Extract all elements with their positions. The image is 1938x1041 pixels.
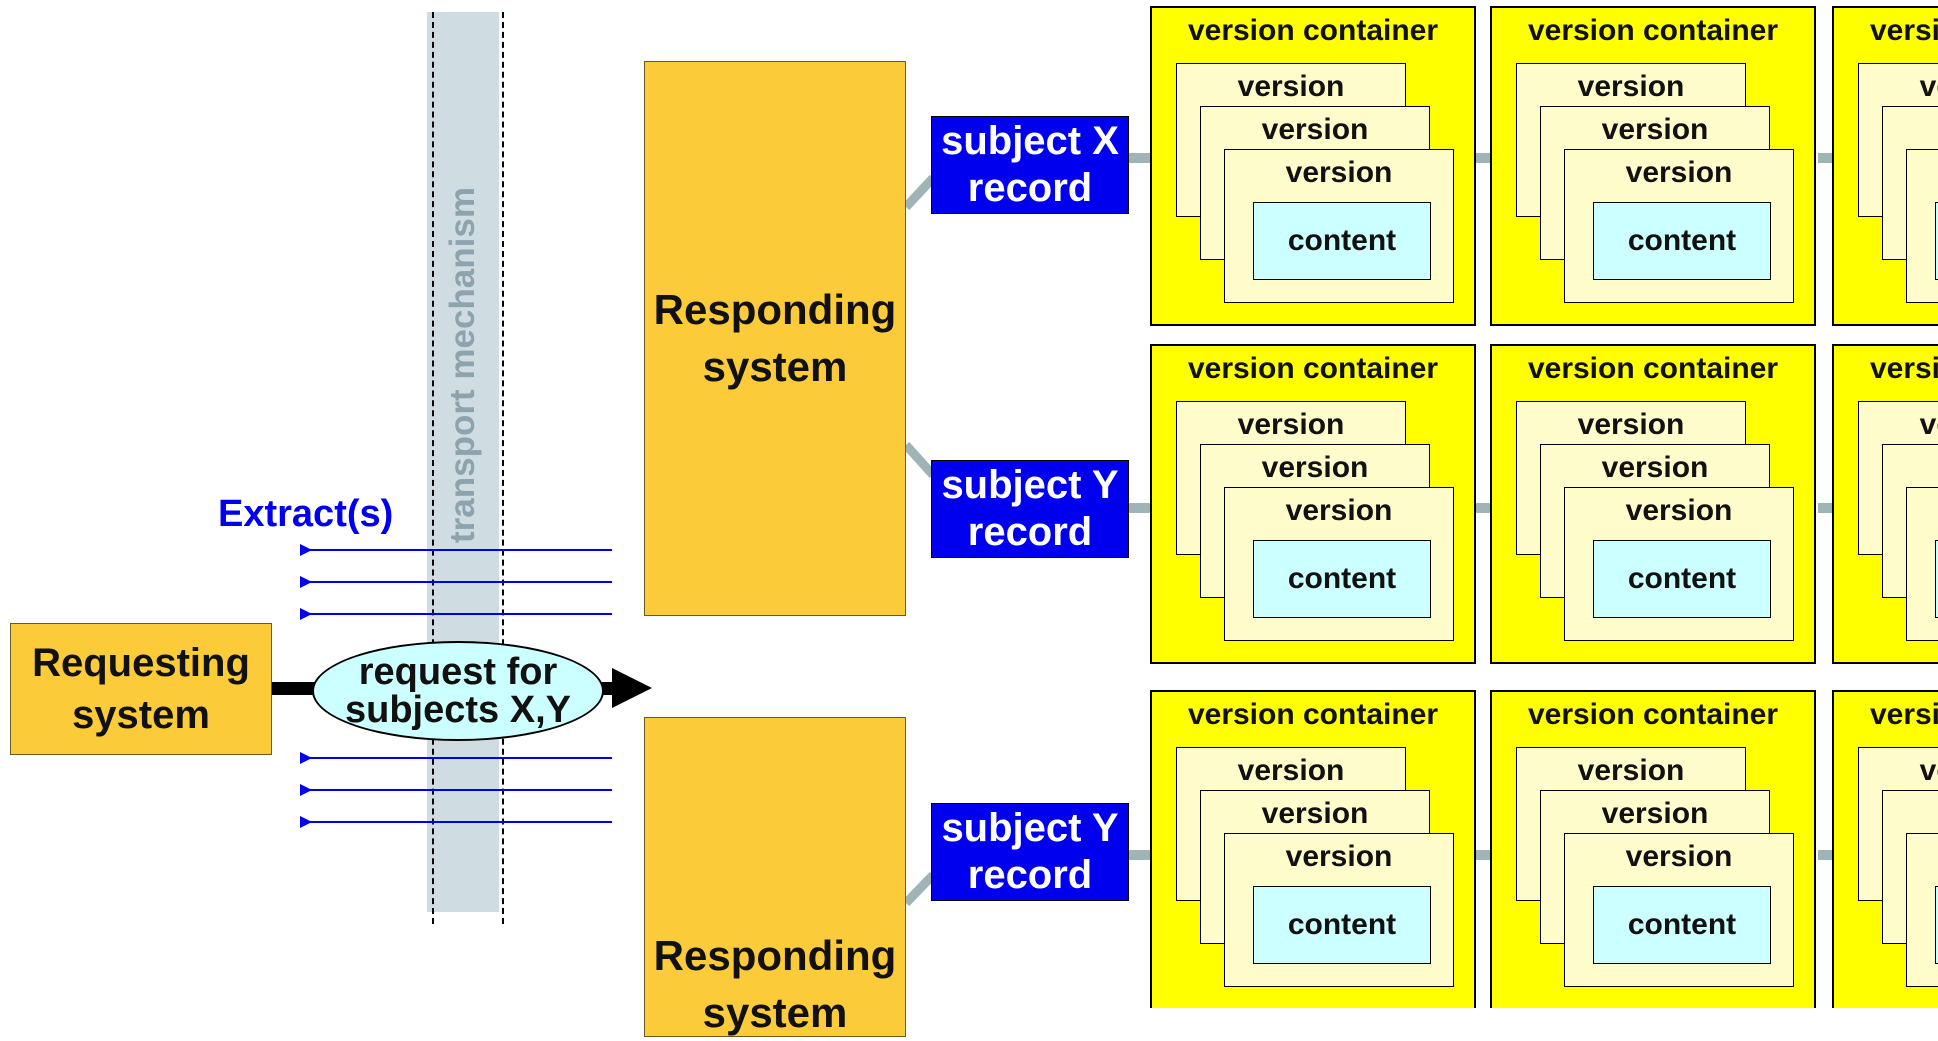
record-line1: subject Y [941, 462, 1119, 507]
version-label: version [1285, 840, 1393, 873]
system-record-connectors [902, 174, 937, 907]
transport-right-dashed-line [502, 12, 504, 924]
version-label: version [1261, 113, 1369, 146]
version-label: version [1237, 408, 1345, 441]
version-container: version container version version version co… [1490, 344, 1816, 664]
version-container-title: version container [1869, 14, 1938, 47]
version-label: version [1907, 840, 1938, 874]
transport-mechanism-band [427, 12, 499, 912]
version-label: version [1883, 451, 1938, 485]
version-container-title: version container [1527, 698, 1779, 731]
responding-system-bottom: Responding system [644, 717, 906, 1037]
responding-bottom-line1: Responding [653, 932, 897, 979]
content-box: content [1935, 202, 1938, 280]
version-container-title: version container [1187, 352, 1439, 385]
version-label: version [1883, 113, 1938, 147]
version-label: version [1577, 754, 1685, 787]
transport-left-dashed-line [432, 12, 434, 924]
version-box: version content [1224, 833, 1454, 987]
version-container: version container version version version co… [1832, 344, 1938, 664]
version-containers-area: version container version version version co… [1140, 0, 1938, 1008]
content-box: content [1935, 540, 1938, 618]
version-box: version content [1564, 833, 1794, 987]
requesting-system-line2: system [72, 693, 210, 737]
version-container-title: version container [1527, 352, 1779, 385]
version-label: version [1625, 840, 1733, 873]
content-box: content [1253, 540, 1431, 618]
content-box: content [1593, 886, 1771, 964]
version-label: version [1237, 70, 1345, 103]
version-label: version [1625, 156, 1733, 189]
version-container-title: version container [1869, 352, 1938, 385]
version-box: version content [1564, 487, 1794, 641]
version-box: version content [1564, 149, 1794, 303]
version-container-title: version container [1187, 698, 1439, 731]
version-label: version [1601, 797, 1709, 830]
version-label: version [1237, 754, 1345, 787]
record-line1: subject Y [941, 805, 1119, 850]
version-label: version [1285, 494, 1393, 527]
requesting-system-line1: Requesting [32, 641, 250, 685]
record-line2: record [967, 166, 1093, 210]
responding-bottom-line2: system [702, 988, 848, 1036]
request-line1: request for [358, 651, 558, 693]
responding-system-top: Responding system [644, 61, 906, 616]
version-label: version [1919, 754, 1938, 787]
request-arrow-head [612, 668, 652, 708]
version-box: version content [1224, 487, 1454, 641]
version-container-title: version container [1869, 698, 1938, 731]
content-box: content [1593, 540, 1771, 618]
version-box: version content [1906, 833, 1938, 987]
responding-top-line1: Responding [653, 285, 897, 333]
version-label: version [1883, 797, 1938, 831]
content-box: content [1253, 202, 1431, 280]
record-line1: subject X [941, 118, 1119, 163]
version-label: version [1601, 451, 1709, 484]
subject-y-record-bottom: subject Y record [931, 803, 1129, 901]
version-label: version [1577, 70, 1685, 103]
version-container: version container version version version co… [1832, 6, 1938, 326]
content-box: content [1935, 886, 1938, 964]
version-label: version [1907, 156, 1938, 190]
version-container-title: version container [1187, 14, 1439, 47]
version-label: version [1261, 797, 1369, 830]
request-line2: subjects X,Y [345, 689, 571, 731]
version-box: version content [1906, 149, 1938, 303]
version-label: version [1919, 70, 1938, 103]
extracts-label: Extract(s) [218, 493, 394, 535]
version-label: version [1577, 408, 1685, 441]
request-ellipse: request for subjects X,Y [312, 641, 604, 741]
version-label: version [1601, 113, 1709, 146]
version-label: version [1625, 494, 1733, 527]
content-box: content [1593, 202, 1771, 280]
record-line2: record [967, 510, 1093, 554]
requesting-system-box: Requesting system [10, 623, 272, 755]
version-container: version container version version version co… [1150, 690, 1476, 1008]
version-label: version [1919, 408, 1938, 441]
version-box: version content [1224, 149, 1454, 303]
version-container: version container version version version co… [1832, 690, 1938, 1008]
extract-arrows [300, 544, 612, 828]
responding-top-line2: system [702, 342, 848, 390]
version-container: version container version version version co… [1150, 6, 1476, 326]
version-label: version [1261, 451, 1369, 484]
subject-x-record: subject X record [931, 116, 1129, 214]
version-label: version [1285, 156, 1393, 189]
record-line2: record [967, 853, 1093, 897]
version-container-title: version container [1527, 14, 1779, 47]
content-box: content [1253, 886, 1431, 964]
version-label: version [1907, 494, 1938, 528]
subject-y-record-top: subject Y record [931, 460, 1129, 558]
version-box: version content [1906, 487, 1938, 641]
version-container: version container version version version co… [1490, 6, 1816, 326]
version-container: version container version version version co… [1490, 690, 1816, 1008]
version-container: version container version version version co… [1150, 344, 1476, 664]
